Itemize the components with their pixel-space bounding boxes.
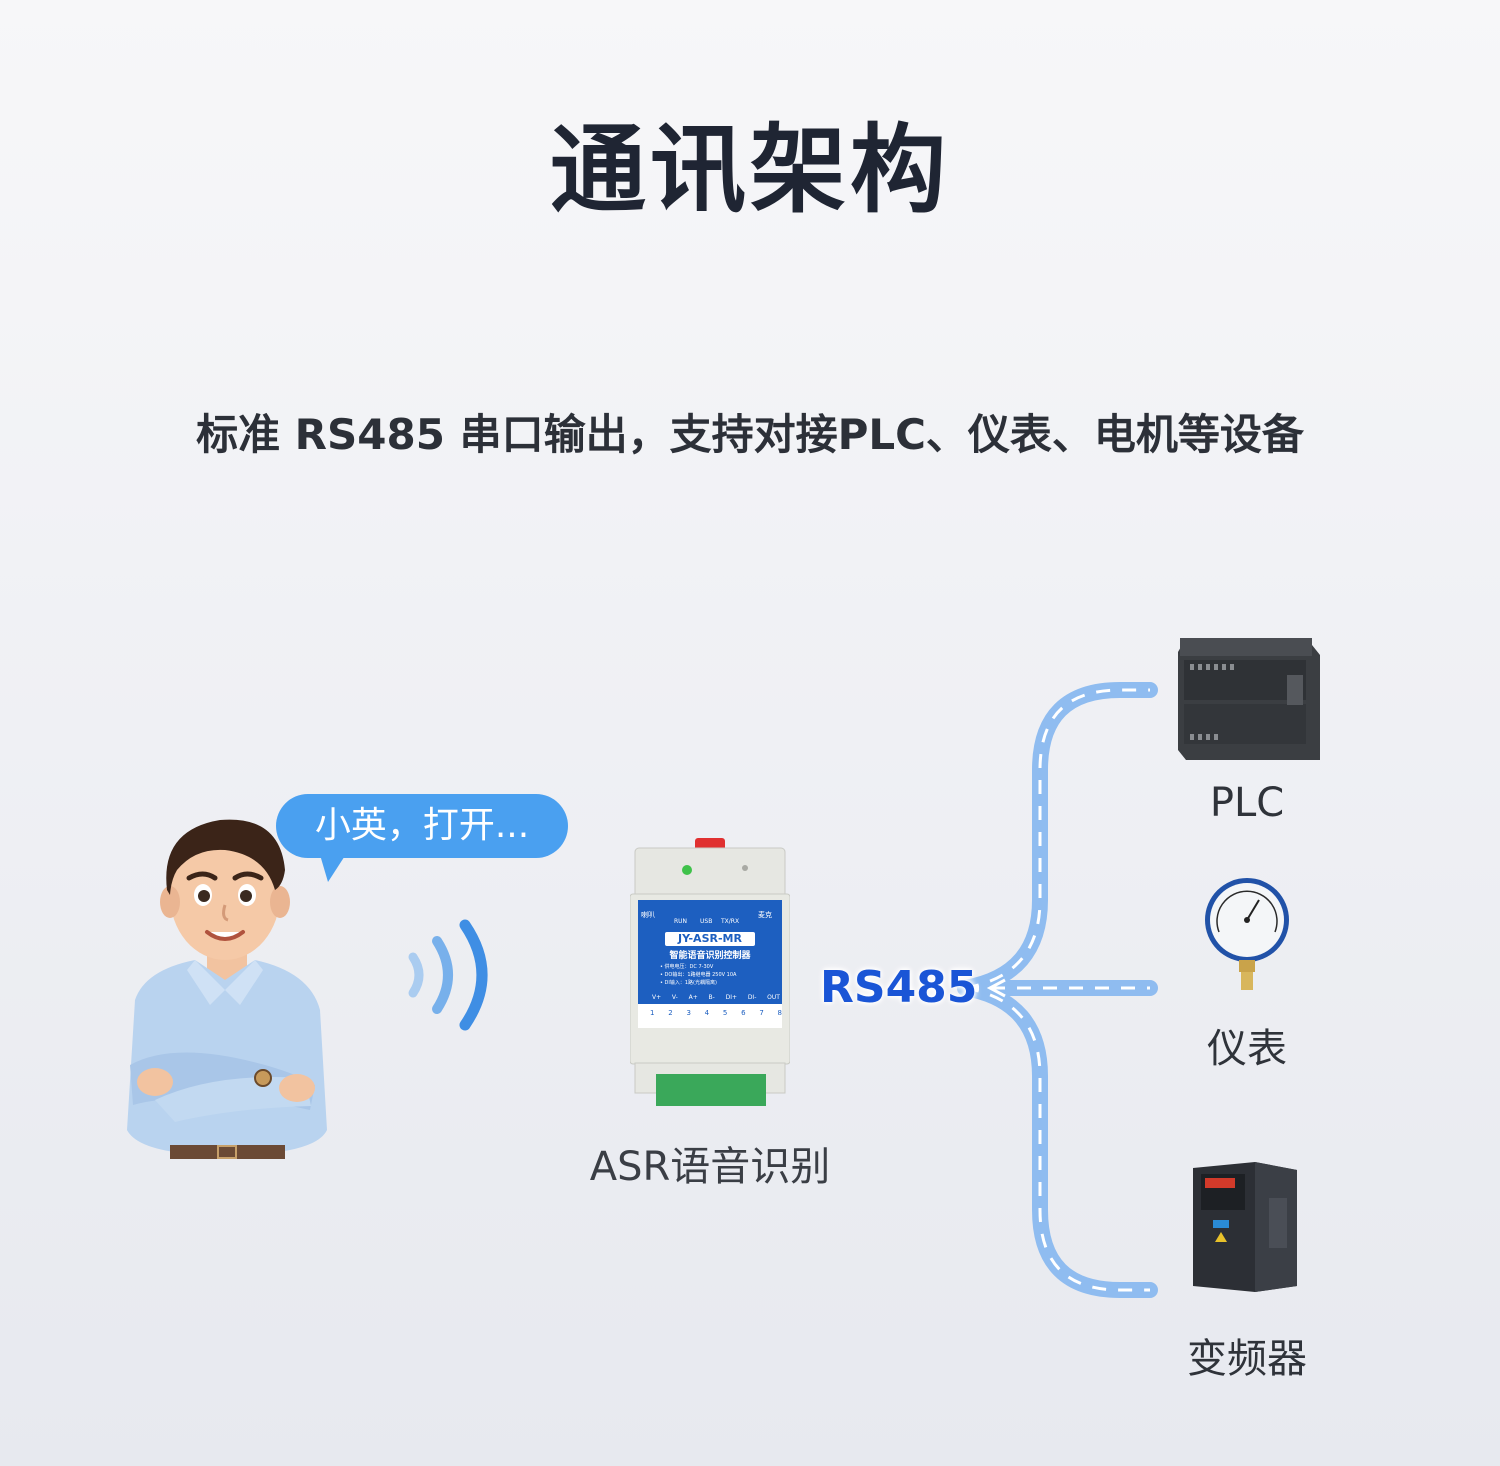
terminal-number-4: 4 — [704, 1009, 710, 1017]
terminal-label-5: DI+ — [725, 994, 738, 1001]
right-badge: 麦克 — [758, 911, 772, 919]
pressure-gauge-icon — [1205, 878, 1289, 990]
terminal-label-7: OUT — [767, 994, 780, 1001]
asr-controller-device: JY-ASR-MR 智能语音识别控制器 喇叭 麦克 RUN USB TX/RX … — [629, 838, 791, 1113]
inverter-icon — [1193, 1162, 1297, 1292]
terminal-label-1: V+ — [652, 994, 662, 1001]
terminal-label-2: V- — [671, 994, 678, 1001]
terminal-number-1: 1 — [650, 1009, 655, 1017]
device-label-inverter: 变频器 — [1187, 1336, 1307, 1382]
person-illustration — [127, 819, 327, 1159]
speech-bubble-tail — [318, 848, 350, 882]
terminal-number-3: 3 — [686, 1009, 691, 1017]
din-rail-module-icon — [629, 838, 791, 1106]
indicator-run: RUN — [674, 918, 688, 925]
sound-wave-icon — [670, 264, 825, 338]
indicator-txrx: TX/RX — [721, 918, 740, 925]
controller-model: JY-ASR-MR — [678, 932, 742, 945]
terminal-number-8: 8 — [777, 1009, 782, 1017]
terminal-number-2: 2 — [668, 1009, 673, 1017]
spec-line-2: • DO输出：1路继电器 250V 10A — [660, 972, 737, 978]
page-title: 通讯架构 — [550, 114, 950, 226]
left-badge: 喇叭 — [641, 911, 655, 919]
voice-signal-icon — [408, 919, 488, 1031]
spec-line-1: • 供电电压：DC 7-30V — [660, 964, 714, 970]
terminal-number-6: 6 — [741, 1009, 746, 1017]
controller-label: ASR语音识别 — [589, 1144, 831, 1190]
device-label-plc: PLC — [1209, 780, 1285, 826]
terminal-label-4: B- — [708, 994, 715, 1001]
terminal-number-7: 7 — [759, 1009, 764, 1017]
terminal-label-6: DI- — [747, 994, 757, 1001]
terminal-number-5: 5 — [722, 1009, 728, 1017]
speech-bubble: 小英，打开... — [276, 794, 568, 858]
device-label-gauge: 仪表 — [1207, 1026, 1287, 1072]
plc-icon — [1178, 638, 1320, 760]
spec-line-3: • DI输入：1路(光耦隔离) — [660, 980, 717, 986]
subtitle: 标准 RS485 串口输出，支持对接PLC、仪表、电机等设备 — [196, 410, 1304, 459]
controller-name: 智能语音识别控制器 — [669, 951, 751, 961]
protocol-label: RS485 — [820, 962, 978, 1013]
indicator-usb: USB — [700, 918, 713, 925]
terminal-label-3: A+ — [688, 994, 698, 1001]
terminal-numbers: 1 2 3 4 5 6 7 8 — [650, 1009, 782, 1017]
terminal-labels: V+ V- A+ B- DI+ DI- OUT — [652, 994, 780, 1001]
